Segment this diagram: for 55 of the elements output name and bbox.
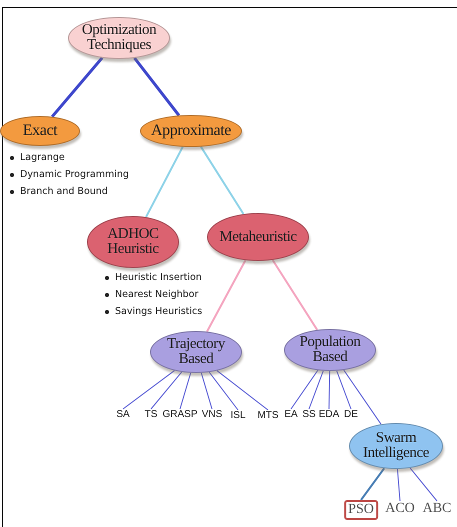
connector-line [328,370,330,410]
connector-line [206,260,246,332]
connector-line [290,370,318,410]
connector-line [133,57,180,116]
node-label: ADHOC Heuristic [106,227,160,257]
ellipse-node [207,213,309,261]
ellipse-node [284,329,376,371]
node-label: Trajectory Based [166,337,226,367]
connector-line [145,146,184,218]
leaf-label: EDA [318,409,340,421]
connector-line [308,370,324,410]
connector-line [410,467,438,502]
node-label: Exact [22,123,58,139]
bullet-item: Savings Heuristics [115,306,202,317]
connector-line [51,56,104,118]
leaf-label: SS [302,409,316,421]
leaf-label: ISL [230,410,246,422]
connector-line [208,372,238,410]
leaf-label: SA [116,409,130,421]
ellipse-node [150,331,242,373]
leaf-label: ABC [422,501,452,517]
ellipse-node [140,115,242,147]
connector-line [200,372,212,410]
ellipse-node [0,116,80,146]
node-label: Metaheuristic [219,230,297,244]
bullet-item: Lagrange [20,152,65,163]
connector-line [343,370,382,425]
ellipse-node [87,216,179,268]
leaf-label: TS [144,409,158,421]
leaf-label: ACO [385,501,415,517]
ellipse-node [68,17,170,59]
connector-line [216,370,268,410]
connector-line [360,468,385,501]
connector-line [200,146,244,215]
bullet-item: Heuristic Insertion [115,272,202,283]
node-label: Population Based [298,335,362,365]
bullet-item: Nearest Neighbor [115,289,198,300]
leaf-label: VNS [202,409,222,421]
node-label: Swarm Intelligence [362,431,430,461]
connector-line [396,468,400,502]
bullet-item: Branch and Bound [20,186,108,197]
connector-line [272,259,318,330]
connector-line [336,370,352,410]
node-label: Optimization Techniques [80,23,158,53]
bullet-item: Dynamic Programming [20,169,129,180]
leaf-label: MTS [257,410,279,422]
connector-line [122,370,175,410]
leaf-label: EA [284,409,298,421]
connector-line [150,371,182,410]
node-label: Approximate [150,123,232,139]
connector-line [180,372,192,410]
leaf-label: DE [344,409,358,421]
leaf-label: GRASP [162,409,198,421]
highlighted-label: PSO [344,500,378,520]
ellipse-node [349,423,443,469]
